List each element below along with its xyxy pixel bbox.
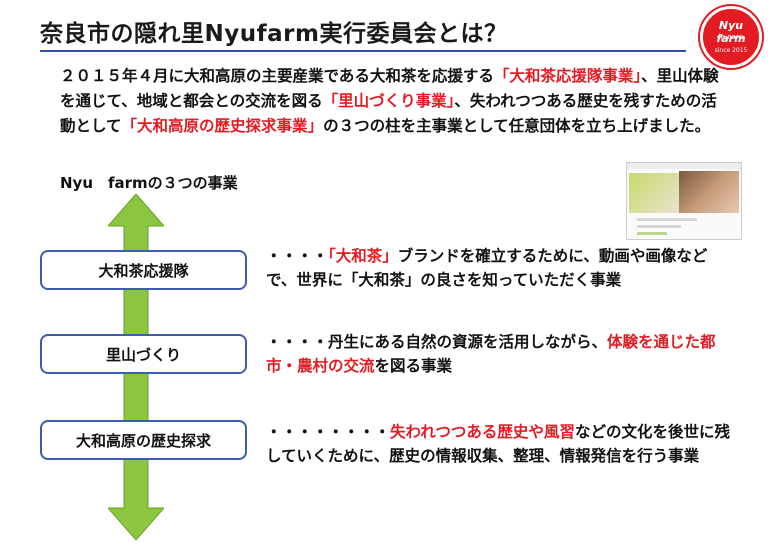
pillar-name: 大和高原の歴史探求 <box>75 431 211 450</box>
pillar-desc-tea: ・・・・「大和茶」ブランドを確立するために、動画や画像などで、世界に「大和茶」の… <box>266 244 736 292</box>
desc-highlight: 失われつつある歴史や風習 <box>390 423 575 441</box>
pillar-name: 里山づくり <box>105 345 181 364</box>
website-thumbnail <box>626 162 742 240</box>
pillar-name: 大和茶応援隊 <box>98 261 189 280</box>
intro-segment: 、里山体験を通じて、地域と都会との交流を図る <box>60 67 719 110</box>
section-subtitle: Nyu farmの３つの事業 <box>60 174 238 192</box>
desc-segment: ・・・・丹生にある自然の資源を活用しながら、 <box>266 333 608 351</box>
intro-highlight: 「大和高原の歴史探求事業」 <box>121 117 324 135</box>
intro-segment: ２０１５年４月に大和高原の主要産業である大和茶を応援する <box>60 67 494 85</box>
desc-segment: などの文化を後世に残していくために、歴史の情報収集、整理、情報発信を行う事業 <box>266 423 730 465</box>
intro-segment: の３つの柱を主事業として任意団体を立ち上げました。 <box>323 117 711 135</box>
intro-segment: 、失われつつある歴史を残すための活動として <box>60 92 717 135</box>
logo-line-1: Nyu farm <box>716 19 746 45</box>
pillar-box-tea: 大和茶応援隊 <box>40 250 247 290</box>
intro-paragraph: ２０１５年４月に大和高原の主要産業である大和茶を応援する「大和茶応援隊事業」、里… <box>60 64 720 139</box>
logo-line-2: in nara <box>718 33 744 41</box>
page-title: 奈良市の隠れ里Nyufarm実行委員会とは？ <box>40 21 508 47</box>
pillar-desc-history: ・・・・・・・・失われつつある歴史や風習などの文化を後世に残していくために、歴史… <box>266 420 736 468</box>
desc-highlight: 体験を通じた都市・農村の交流 <box>266 333 716 375</box>
desc-highlight: 「大和茶」 <box>328 247 398 265</box>
desc-segment: を図る事業 <box>374 357 453 375</box>
desc-segment: ・・・・ <box>266 247 329 265</box>
pillar-box-history: 大和高原の歴史探求 <box>40 420 247 460</box>
pillar-box-satoyama: 里山づくり <box>40 334 247 374</box>
title-underline <box>40 50 686 52</box>
logo-line-3: since 2015 <box>714 47 748 54</box>
nyufarm-logo: Nyu farm in nara since 2015 <box>700 6 762 68</box>
intro-highlight: 「里山づくり事業」 <box>322 92 455 110</box>
pillar-desc-satoyama: ・・・・丹生にある自然の資源を活用しながら、体験を通じた都市・農村の交流を図る事… <box>266 330 736 378</box>
desc-segment: ・・・・・・・・ <box>266 423 391 441</box>
desc-segment: ブランドを確立するために、動画や画像などで、世界に「大和茶」の良さを知っていただ… <box>266 247 708 289</box>
intro-highlight: 「大和茶応援隊事業」 <box>493 67 642 85</box>
